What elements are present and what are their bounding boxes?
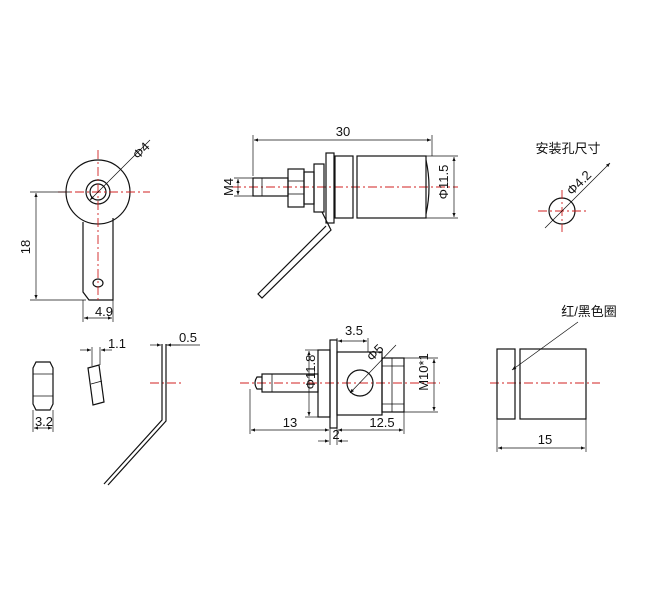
knob-body [519, 348, 587, 420]
side-view-panel [325, 152, 335, 224]
top-view-dia-leader [89, 139, 151, 201]
side-view-lug [257, 211, 332, 299]
nut-outline [32, 361, 54, 411]
section-flange-label: 3.5 [345, 323, 363, 338]
top-view-dia-label: Φ4 [130, 139, 153, 162]
side-view: 30 M4 Φ11.5 [221, 124, 458, 299]
side-view-nut [287, 168, 305, 208]
section-stud-tip [254, 376, 262, 390]
section-hole-label: Φ5 [364, 341, 387, 364]
mount-hole-dia-label: Φ4.2 [564, 167, 595, 198]
knob-ring [496, 348, 516, 420]
washer-view: 1.1 [80, 336, 126, 406]
knob-ring-label: 红/黑色圈 [561, 304, 617, 319]
section-dia-label: Φ11.8 [303, 355, 318, 390]
side-view-knob [356, 155, 427, 219]
side-view-washer [303, 171, 315, 205]
section-left-len-label: 13 [283, 415, 297, 430]
lug-outline-b [107, 344, 167, 486]
lug-outline-a [103, 344, 163, 485]
lug-view: 0.5 [103, 330, 200, 486]
mount-hole-leader [544, 162, 611, 229]
side-view-flange [313, 163, 325, 213]
side-view-length-label: 30 [336, 124, 350, 139]
knob-length-label: 15 [538, 432, 552, 447]
section-cross-hole [346, 369, 374, 397]
section-flange-thk-label: 2 [332, 427, 339, 442]
top-view: 18 4.9 Φ4 [18, 139, 153, 322]
washer-line [90, 380, 103, 385]
section-flange [329, 339, 338, 429]
section-thread [381, 357, 405, 413]
top-view-width-label: 4.9 [95, 304, 113, 319]
side-view-dia-label: Φ11.5 [436, 165, 451, 200]
section-right-len-label: 12.5 [369, 415, 394, 430]
washer-outline [87, 364, 105, 406]
side-view-knob-ring [334, 155, 354, 219]
section-view: 3.5 Φ5 Φ11.8 M10*1 13 12.5 2 [240, 323, 440, 445]
side-view-knob-cap [425, 159, 430, 215]
section-hole-leader [349, 344, 397, 394]
top-view-lug [82, 218, 114, 301]
section-thread-label: M10*1 [416, 353, 431, 391]
washer-thickness-label: 1.1 [108, 336, 126, 351]
knob-view: 红/黑色圈 15 [490, 304, 617, 452]
nut-view: 3.2 [32, 361, 54, 432]
knob-ring-leader [511, 321, 579, 371]
top-view-height-label: 18 [18, 240, 33, 254]
section-body-step [317, 349, 331, 418]
mount-hole-title: 安装孔尺寸 [535, 141, 600, 156]
lug-thickness-label: 0.5 [179, 330, 197, 345]
side-view-thread-label: M4 [221, 178, 236, 196]
mount-hole: 安装孔尺寸 Φ4.2 [535, 141, 611, 232]
nut-thickness-label: 3.2 [35, 414, 53, 429]
